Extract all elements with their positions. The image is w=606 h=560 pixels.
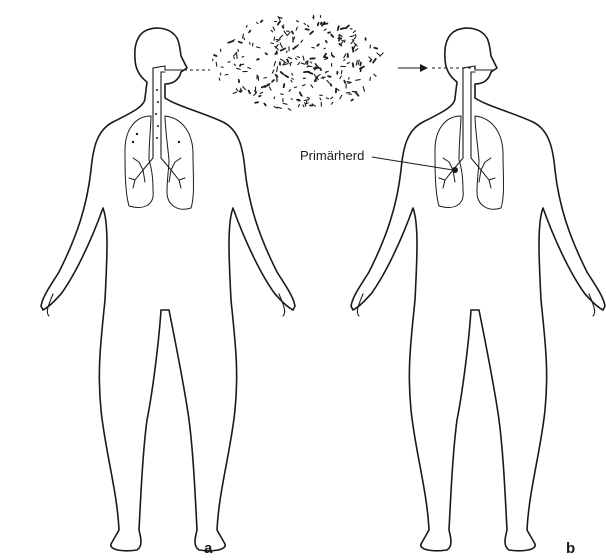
panel-label-a: a (204, 540, 213, 557)
human-body-outline (351, 28, 605, 551)
annotation-label: Primärherd (300, 148, 364, 163)
panel-b-figure (351, 28, 605, 551)
panel-a-figure (41, 28, 295, 551)
primary-focus-annotation: Primärherd (300, 148, 453, 170)
human-body-outline (41, 28, 295, 551)
droplet-cloud (213, 15, 383, 110)
inhalation-arrow (398, 64, 476, 72)
airway-droplets (132, 89, 180, 143)
panel-label-b: b (566, 540, 575, 557)
